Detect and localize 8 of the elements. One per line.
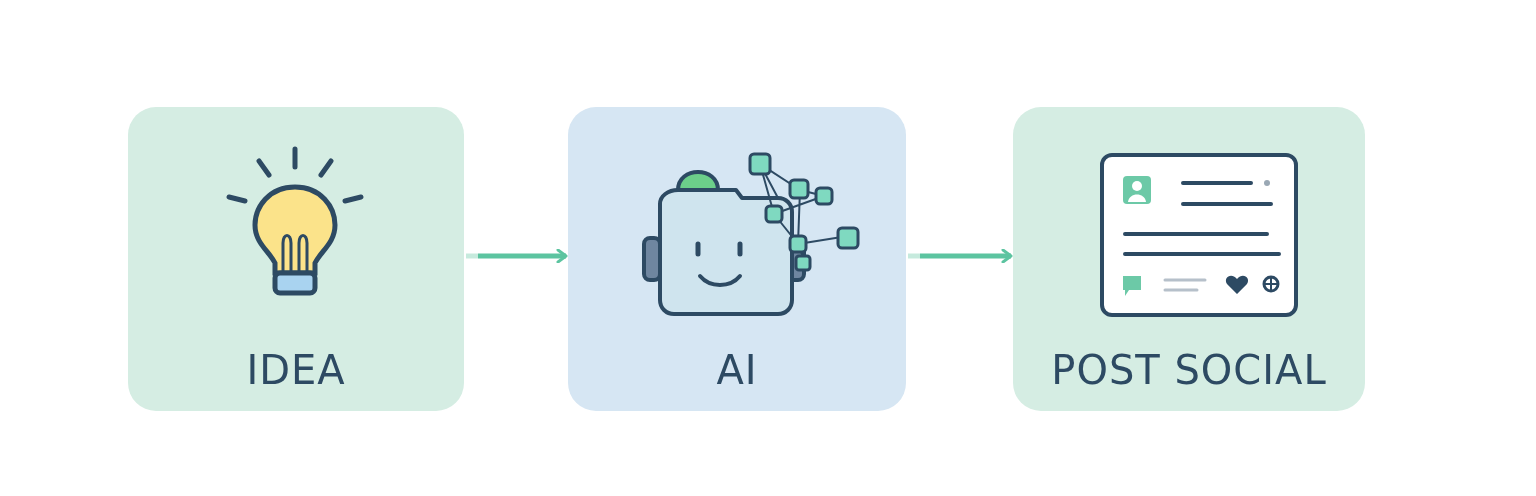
- step-label: POST SOCIAL: [1051, 347, 1327, 393]
- process-box: [568, 107, 906, 411]
- step-label: IDEA: [246, 347, 346, 393]
- step-label: AI: [716, 347, 758, 393]
- arrow: [466, 248, 568, 264]
- process-box: [128, 107, 464, 411]
- arrow: [908, 248, 1013, 264]
- process-box: [1013, 107, 1365, 411]
